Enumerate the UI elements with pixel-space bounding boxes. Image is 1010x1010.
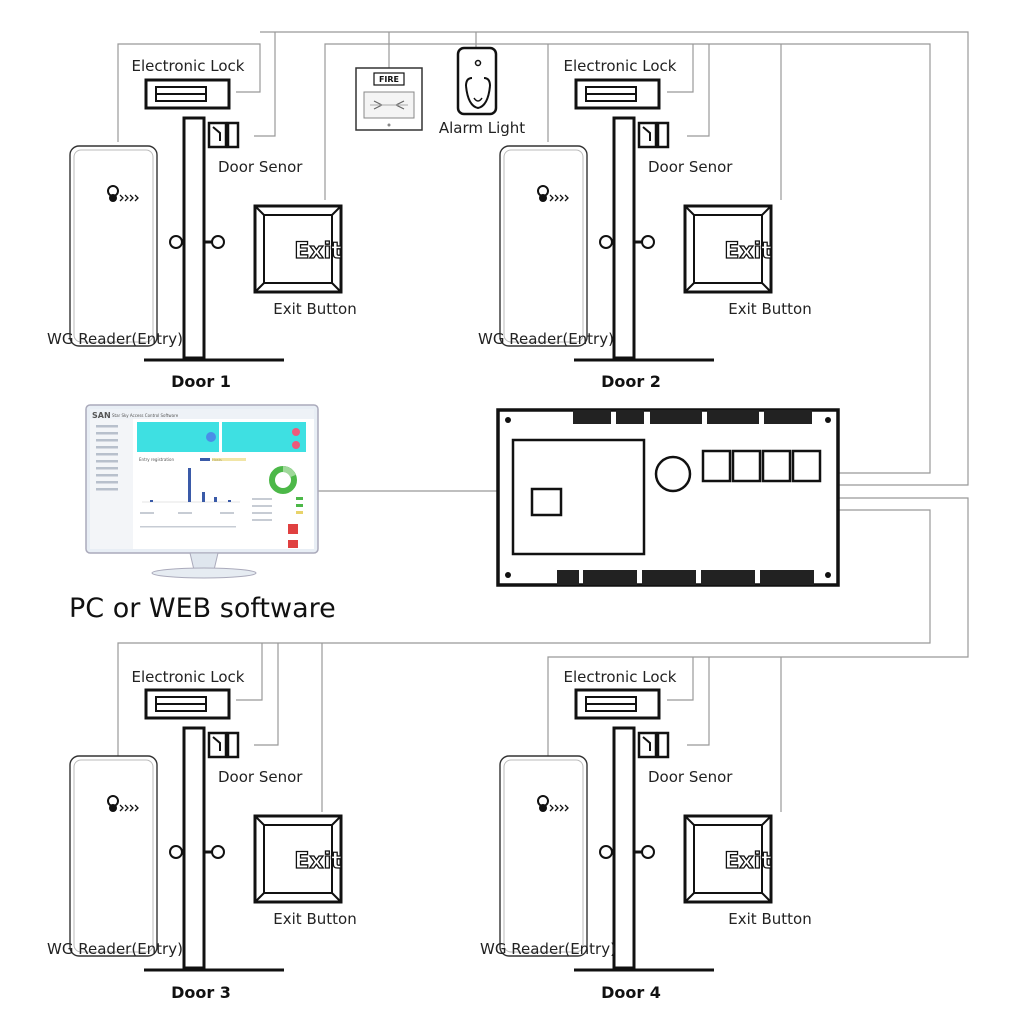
wg-reader-label: WG Reader(Entry) (478, 330, 614, 348)
alarm-light-icon (456, 46, 498, 116)
wg-reader-label: WG Reader(Entry) (47, 940, 183, 958)
exit-button-text: Exit (724, 849, 772, 874)
door-sensor-label: Door Senor (218, 158, 303, 176)
exit-button-label: Exit Button (273, 910, 356, 928)
electronic-lock-label: Electronic Lock (564, 668, 677, 686)
door-sensor-label: Door Senor (648, 158, 733, 176)
door-4-assembly: Electronic Lock Door Senor Exit Exit But… (480, 668, 812, 1002)
exit-button-label: Exit Button (728, 910, 811, 928)
exit-button-label: Exit Button (273, 300, 356, 318)
fire-label: FIRE (379, 75, 399, 84)
pc-monitor: SAN Star Sky Access Control Software Ent… (85, 404, 319, 579)
exit-button-label: Exit Button (728, 300, 811, 318)
electronic-lock-label: Electronic Lock (132, 668, 245, 686)
door-3-assembly: Electronic Lock Door Senor Exit Exit But… (47, 668, 357, 1002)
wg-reader-label: WG Reader(Entry) (47, 330, 183, 348)
door-title: Door 4 (601, 983, 661, 1002)
controller-board (496, 408, 840, 587)
door-2-assembly: Electronic Lock Door Senor Exit Exit But… (478, 57, 812, 391)
software-logo: SAN (92, 411, 111, 420)
wiring (117, 31, 969, 812)
door-title: Door 3 (171, 983, 231, 1002)
pc-software-caption: PC or WEB software (69, 593, 336, 624)
door-sensor-label: Door Senor (648, 768, 733, 786)
wg-reader-label: WG Reader(Entry) (480, 940, 616, 958)
electronic-lock-label: Electronic Lock (132, 57, 245, 75)
alarm-light-label: Alarm Light (439, 119, 525, 137)
door-title: Door 2 (601, 372, 661, 391)
exit-button-text: Exit (294, 239, 342, 264)
software-window-title: Star Sky Access Control Software (112, 413, 179, 418)
electronic-lock-label: Electronic Lock (564, 57, 677, 75)
door-sensor-label: Door Senor (218, 768, 303, 786)
exit-button-text: Exit (294, 849, 342, 874)
door-1-assembly: Electronic Lock Door Senor Exit Exit But… (47, 57, 357, 391)
fire-alarm-icon: FIRE (355, 67, 423, 131)
exit-button-text: Exit (724, 239, 772, 264)
chart-title: Entry registration (139, 457, 174, 462)
door-title: Door 1 (171, 372, 231, 391)
